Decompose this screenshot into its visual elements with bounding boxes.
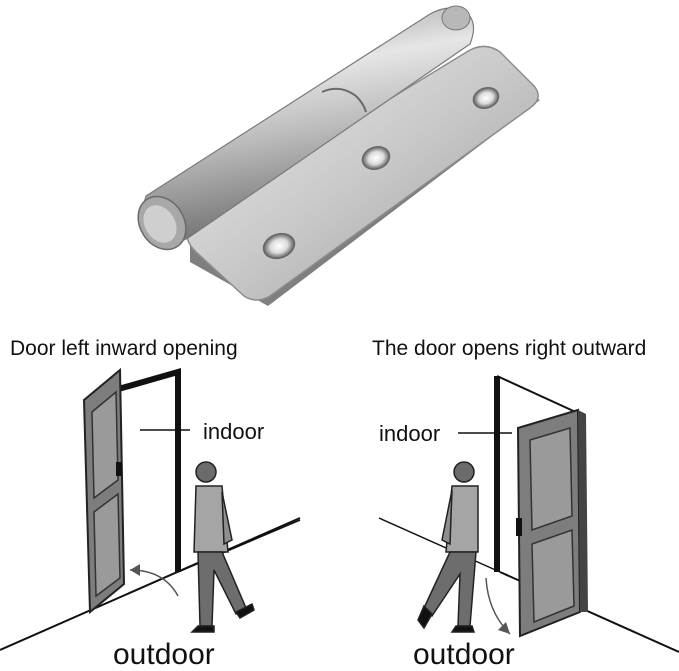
swing-arrow bbox=[485, 577, 511, 635]
person-figure bbox=[190, 461, 255, 633]
right-diagram-caption: The door opens right outward bbox=[372, 337, 647, 360]
left-outdoor-label: outdoor bbox=[113, 638, 215, 671]
floor-line bbox=[0, 517, 301, 651]
left-diagram-caption: Door left inward opening bbox=[10, 337, 238, 360]
door-frame bbox=[107, 368, 181, 572]
right-indoor-label: indoor bbox=[379, 421, 441, 446]
right-outdoor-label: outdoor bbox=[413, 638, 515, 671]
left-indoor-label: indoor bbox=[203, 419, 265, 444]
hinge-illustration bbox=[137, 5, 540, 306]
door-panel bbox=[516, 408, 582, 638]
screw-hole bbox=[472, 87, 500, 109]
door-panel bbox=[82, 367, 126, 615]
person-figure bbox=[417, 461, 479, 633]
floor-line bbox=[378, 517, 501, 573]
screw-hole bbox=[361, 146, 391, 170]
screw-hole bbox=[262, 232, 296, 260]
swing-arrow bbox=[129, 569, 179, 597]
